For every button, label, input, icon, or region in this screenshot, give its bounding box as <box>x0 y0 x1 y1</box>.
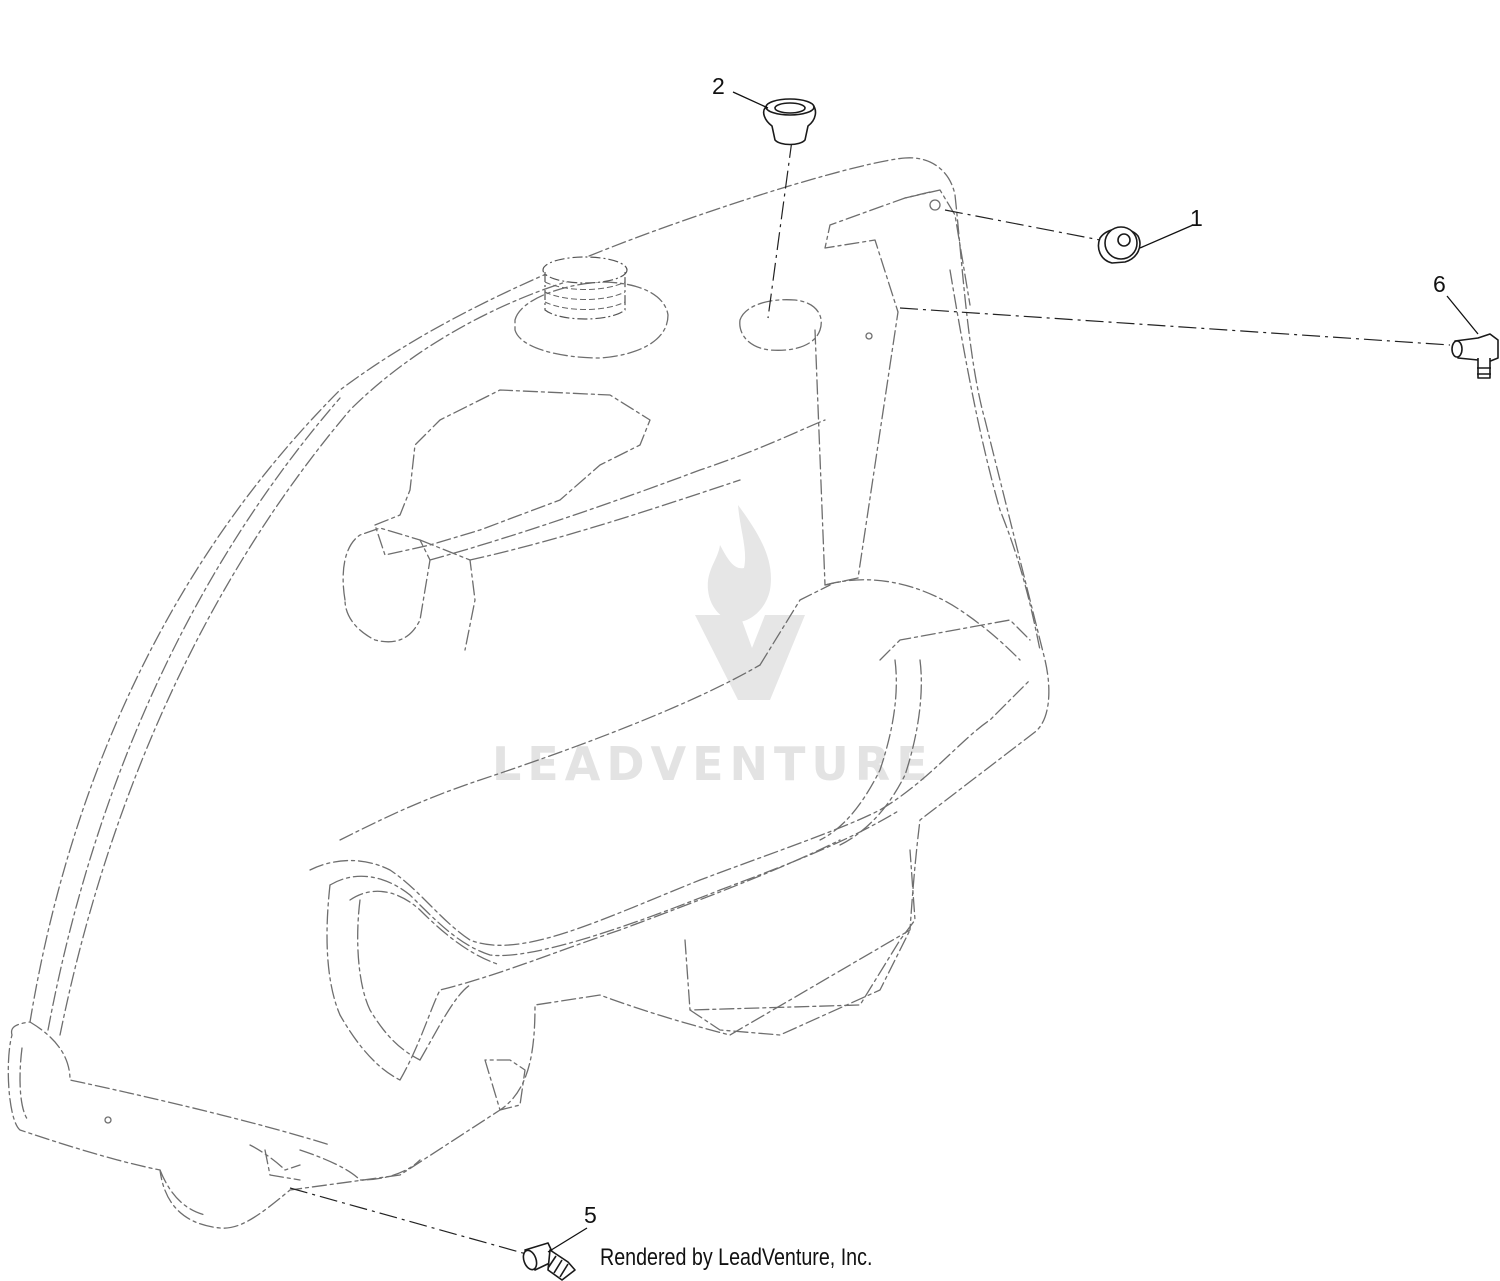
callout-leaders <box>547 91 1479 1253</box>
callout-labels: 2 1 6 5 <box>584 73 1446 1228</box>
callout-6[interactable]: 6 <box>1433 271 1446 297</box>
filler-neck-threads <box>542 256 628 320</box>
v-logo-icon <box>695 615 805 700</box>
flame-icon <box>707 505 771 622</box>
fuel-tank-phantom <box>7 157 1050 1229</box>
part-5-hose-barb[interactable] <box>521 1242 576 1281</box>
part-2-grommet[interactable] <box>762 98 817 146</box>
part-6-elbow-fitting[interactable] <box>1451 333 1499 379</box>
assembly-centerlines <box>289 139 1451 1256</box>
callout-1[interactable]: 1 <box>1190 205 1203 231</box>
callout-5[interactable]: 5 <box>584 1202 597 1228</box>
part-1-bushing[interactable] <box>1097 226 1141 264</box>
watermark-text: LEADVENTURE <box>492 737 934 791</box>
render-credit: Rendered by LeadVenture, Inc. <box>600 1244 873 1271</box>
callout-2[interactable]: 2 <box>712 73 725 99</box>
leadventure-watermark: LEADVENTURE <box>492 505 934 791</box>
